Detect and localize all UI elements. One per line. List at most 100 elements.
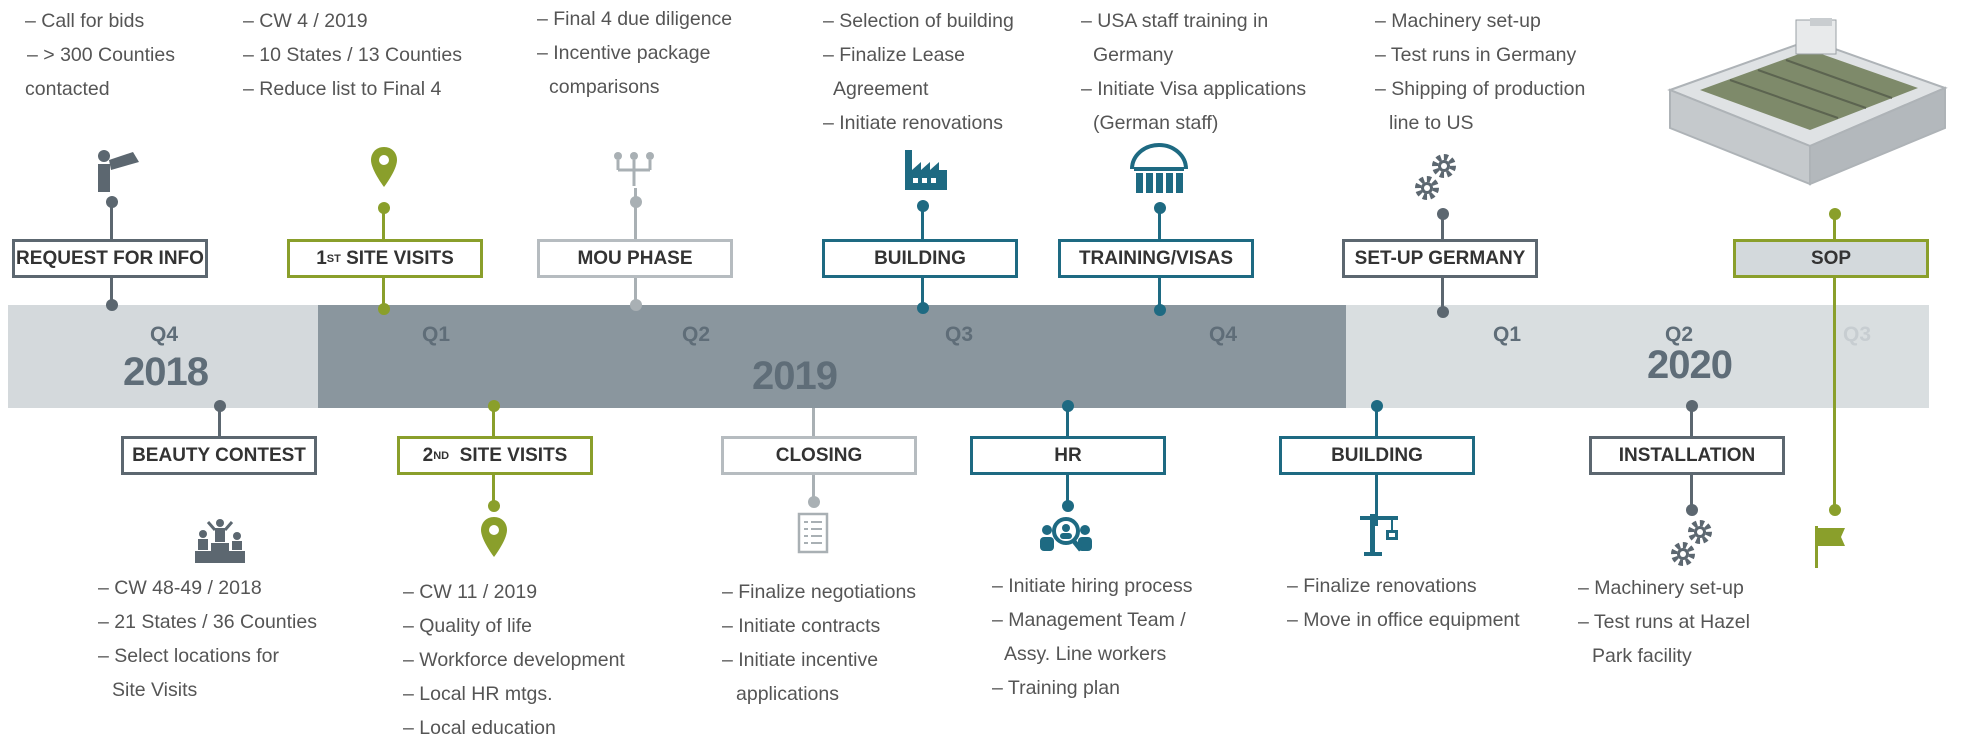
note-line: – Initiate incentive	[722, 649, 879, 671]
setup-germany-box: SET-UP GERMANY	[1342, 239, 1538, 278]
note-line: – Finalize Lease	[823, 44, 966, 66]
site-visits-2-rest: SITE VISITS	[449, 444, 568, 466]
installation-notes: – Machinery set-up – Test runs at Hazel …	[1578, 571, 1750, 673]
timeline-band-2020	[1346, 305, 1929, 408]
note-line: – Machinery set-up	[1375, 10, 1541, 32]
site-visits-2-sup: ND	[433, 449, 450, 462]
building-bottom-box: BUILDING	[1279, 436, 1475, 475]
note-line: Assy. Line workers	[1004, 643, 1167, 665]
note-line: – CW 4 / 2019	[243, 10, 368, 32]
note-line: Park facility	[1592, 645, 1692, 667]
note-line: applications	[736, 683, 839, 705]
quarter-label-q3-2020: Q3	[1843, 323, 1872, 346]
note-line: Germany	[1093, 44, 1174, 66]
site-visits-2-num: 2	[422, 444, 434, 466]
note-line: – Finalize negotiations	[722, 581, 917, 603]
network-tree-icon	[614, 152, 654, 186]
closing-notes: – Finalize negotiations – Initiate contr…	[722, 575, 916, 711]
people-search-icon	[1040, 517, 1092, 552]
note-line: (German staff)	[1093, 112, 1219, 134]
note-line: – Move in office equipment	[1287, 609, 1520, 631]
mou-phase-box: MOU PHASE	[537, 239, 733, 278]
location-pin-icon	[371, 147, 397, 187]
site-visits-1-sup: ST	[326, 252, 341, 265]
note-line: Agreement	[833, 78, 929, 100]
sop-box: SOP	[1733, 239, 1929, 278]
sop-dot-top	[1829, 208, 1841, 220]
building-bottom-notes: – Finalize renovations – Move in office …	[1287, 569, 1520, 637]
quarter-label-q4-2018: Q4	[150, 323, 179, 346]
quarter-label-q4-2019: Q4	[1209, 323, 1238, 346]
note-line: – Quality of life	[403, 615, 532, 637]
year-label-2020: 2020	[1647, 343, 1733, 387]
quarter-label-q3-2019: Q3	[945, 323, 974, 346]
year-label-2018: 2018	[123, 350, 209, 394]
note-line: – Reduce list to Final 4	[243, 78, 442, 100]
training-visas-box: TRAINING/VISAS	[1058, 239, 1254, 278]
quarter-label-q2-2020: Q2	[1665, 323, 1694, 346]
quarter-label-q1-2020: Q1	[1493, 323, 1522, 346]
note-line: – 21 States / 36 Counties	[98, 611, 317, 633]
note-line: – Machinery set-up	[1578, 577, 1744, 599]
flag-icon	[1815, 526, 1845, 568]
setup-germany-dot-top	[1437, 208, 1449, 220]
note-line: contacted	[25, 78, 110, 100]
hr-dot-bottom	[1062, 500, 1074, 512]
site-visits-1-num: 1	[316, 247, 327, 269]
hr-box: HR	[970, 436, 1166, 475]
note-line: – Local education	[403, 717, 556, 739]
site-visits-2-dot-top	[488, 400, 500, 412]
site-visits-2-notes: – CW 11 / 2019 – Quality of life – Workf…	[403, 575, 625, 745]
gears-icon	[1415, 154, 1456, 200]
installation-dot-top	[1686, 400, 1698, 412]
site-visits-2-dot-bottom	[488, 500, 500, 512]
note-line: – Initiate Visa applications	[1081, 78, 1307, 100]
building-bottom-dot	[1371, 400, 1383, 412]
binoculars-person-icon	[98, 150, 139, 192]
note-line: – Test runs at Hazel	[1578, 611, 1750, 633]
timeline-band-2018	[8, 305, 318, 408]
training-group-icon	[1130, 143, 1188, 193]
note-line: – CW 11 / 2019	[403, 581, 538, 603]
crane-icon	[1360, 514, 1398, 556]
site-visits-1-dot-bottom	[378, 303, 390, 315]
sop-dot-bottom	[1829, 504, 1841, 516]
checklist-icon	[797, 512, 829, 554]
site-visits-1-notes: – CW 4 / 2019 – 10 States / 13 Counties …	[243, 4, 462, 106]
training-visas-notes: – USA staff training in Germany – Initia…	[1081, 4, 1306, 140]
note-line: – Initiate renovations	[823, 112, 1003, 134]
note-line: – Initiate contracts	[722, 615, 881, 637]
building-top-box: BUILDING	[822, 239, 1018, 278]
sop-connector	[1833, 216, 1836, 512]
building-top-dot-bottom	[917, 302, 929, 314]
note-line: – Final 4 due diligence	[537, 8, 733, 30]
note-line: – Finalize renovations	[1287, 575, 1477, 597]
training-visas-dot-top	[1154, 202, 1166, 214]
setup-germany-notes: – Machinery set-up – Test runs in German…	[1375, 4, 1585, 140]
request-for-info-notes: – Call for bids – > 300 Counties contact…	[25, 4, 175, 106]
note-line: – Test runs in Germany	[1375, 44, 1577, 66]
closing-dot	[808, 496, 820, 508]
note-line: line to US	[1389, 112, 1474, 134]
site-visits-1-rest: SITE VISITS	[340, 247, 454, 269]
hr-notes: – Initiate hiring process – Management T…	[992, 569, 1193, 705]
request-for-info-dot-bottom	[106, 299, 118, 311]
installation-dot-bottom	[1686, 504, 1698, 516]
note-line: – Initiate hiring process	[992, 575, 1193, 597]
building-top-dot-top	[917, 200, 929, 212]
timeline-band-2019	[318, 305, 1346, 408]
note-line: – 10 States / 13 Counties	[243, 44, 462, 66]
note-line: – Incentive package	[537, 42, 711, 64]
beauty-contest-connector	[218, 404, 221, 440]
podium-winners-icon	[195, 519, 245, 563]
note-line: – Shipping of production	[1375, 78, 1586, 100]
training-visas-dot-bottom	[1154, 304, 1166, 316]
mou-phase-dot-bottom	[630, 299, 642, 311]
mou-phase-notes: – Final 4 due diligence – Incentive pack…	[537, 2, 732, 104]
location-pin-icon	[481, 517, 507, 557]
installation-box: INSTALLATION	[1589, 436, 1785, 475]
request-for-info-box: REQUEST FOR INFO	[12, 239, 208, 278]
beauty-contest-notes: – CW 48-49 / 2018 – 21 States / 36 Count…	[98, 571, 317, 707]
